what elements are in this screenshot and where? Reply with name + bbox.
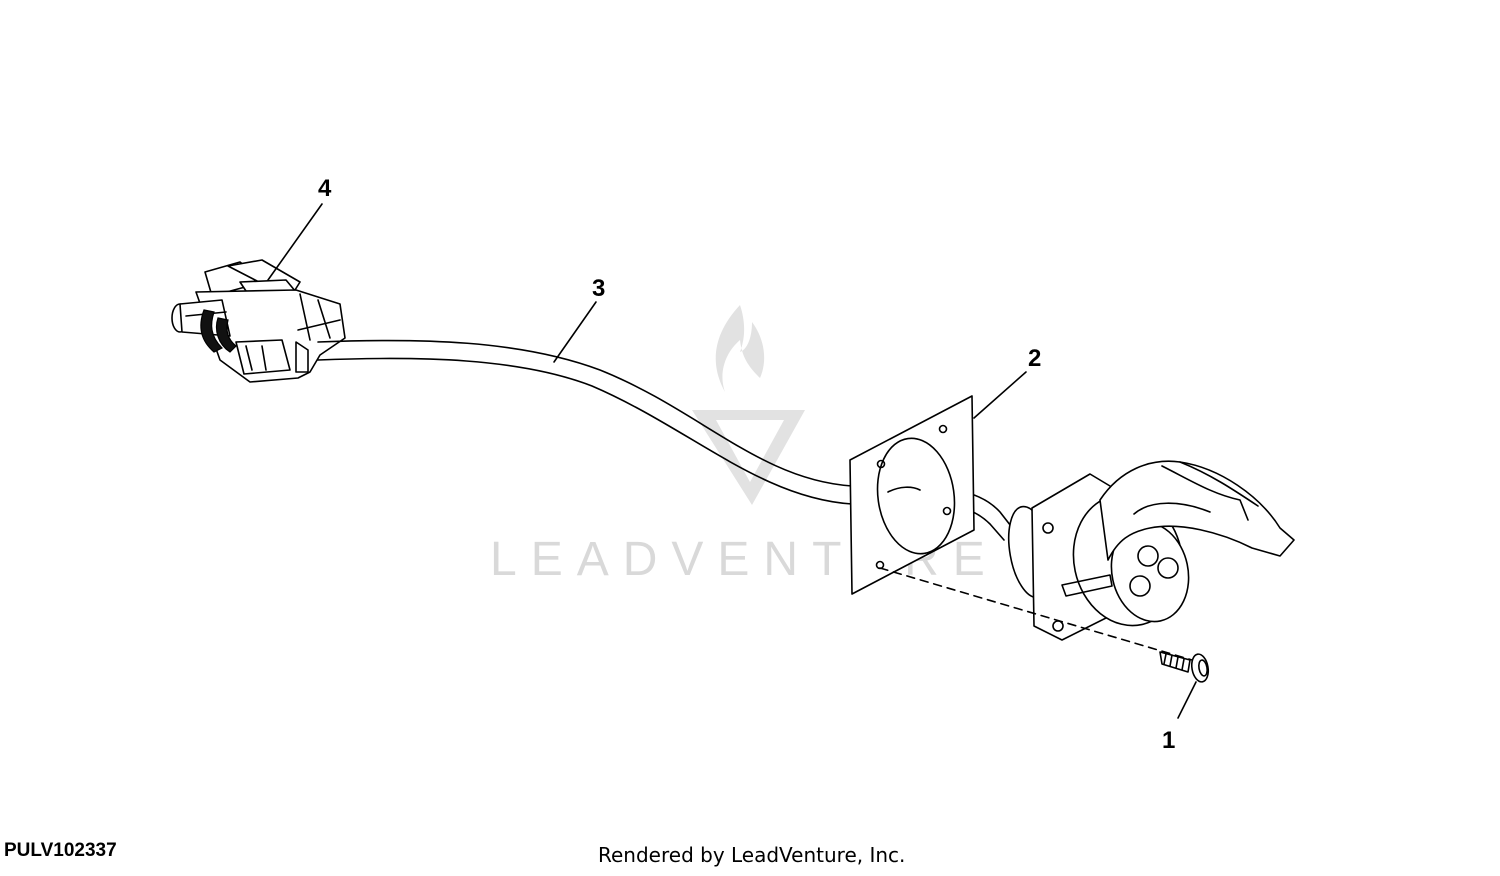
watermark-flame-logo	[692, 305, 805, 505]
mounting-plate-part-2	[849, 395, 975, 595]
callout-4: 4	[318, 175, 332, 202]
callout-1: 1	[1162, 727, 1175, 754]
leader-line-1	[1177, 681, 1197, 719]
screw-part-1	[1159, 651, 1210, 683]
leader-line-3	[553, 301, 597, 363]
callout-2: 2	[1028, 345, 1041, 372]
trailer-socket	[1007, 460, 1295, 641]
callout-3: 3	[592, 275, 605, 302]
connector-part-4	[171, 259, 346, 383]
leader-line-2	[973, 371, 1027, 419]
alignment-dashed-line	[879, 567, 1193, 661]
figure-id: PULV102337	[4, 840, 117, 861]
leader-line-4	[267, 203, 323, 281]
render-credit: Rendered by LeadVenture, Inc.	[598, 843, 905, 867]
